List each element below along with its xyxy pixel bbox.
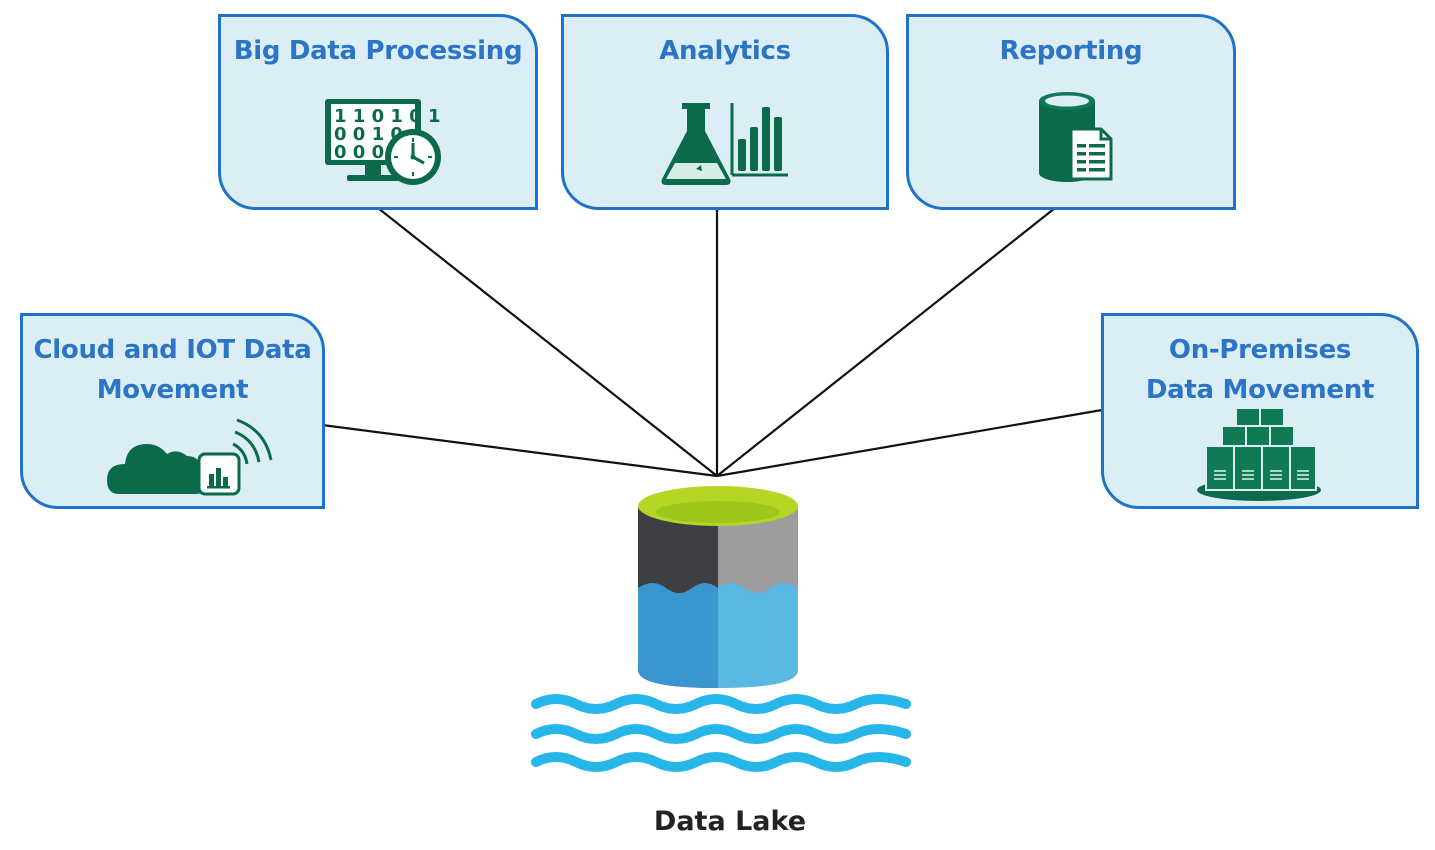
data-lake-icon <box>531 486 911 772</box>
connector-cloud-iot <box>321 423 718 478</box>
node-on-premises-data-movement: On-Premises Data Movement <box>1101 313 1419 509</box>
node-title-line: Movement <box>96 375 249 405</box>
data-lake-label: Data Lake <box>653 806 807 837</box>
database-report-icon <box>1039 92 1113 182</box>
node-title: Cloud and IOT Data Movement <box>23 330 322 410</box>
cloud-iot-signal-icon <box>107 418 273 496</box>
node-title-line: On-Premises <box>1168 335 1352 365</box>
connector-on-premises <box>716 408 1103 478</box>
node-title: Big Data Processing <box>233 36 523 66</box>
binary-row: 1 1 0 1 0 1 <box>334 106 440 127</box>
binary-monitor-clock-icon: 1 1 0 1 0 1 0 0 1 0 0 0 0 1 <box>325 99 441 185</box>
node-title: Reporting <box>999 36 1143 66</box>
server-stack-icon <box>1197 407 1321 501</box>
node-title: Analytics <box>659 36 791 66</box>
node-big-data-processing: Big Data Processing 1 1 0 1 0 1 0 0 1 0 … <box>218 14 538 210</box>
node-reporting: Reporting <box>906 14 1236 210</box>
node-title-line: Data Movement <box>1145 375 1375 405</box>
connector-big-data <box>377 207 718 477</box>
node-title-line: Cloud and IOT Data <box>33 335 312 365</box>
binary-row: 0 0 1 0 <box>334 124 403 145</box>
node-cloud-iot-data-movement: Cloud and IOT Data Movement <box>20 313 325 509</box>
node-analytics: Analytics <box>561 14 889 210</box>
node-title: On-Premises Data Movement <box>1104 330 1416 410</box>
connector-reporting <box>716 207 1056 477</box>
flask-bar-chart-icon <box>661 103 788 185</box>
